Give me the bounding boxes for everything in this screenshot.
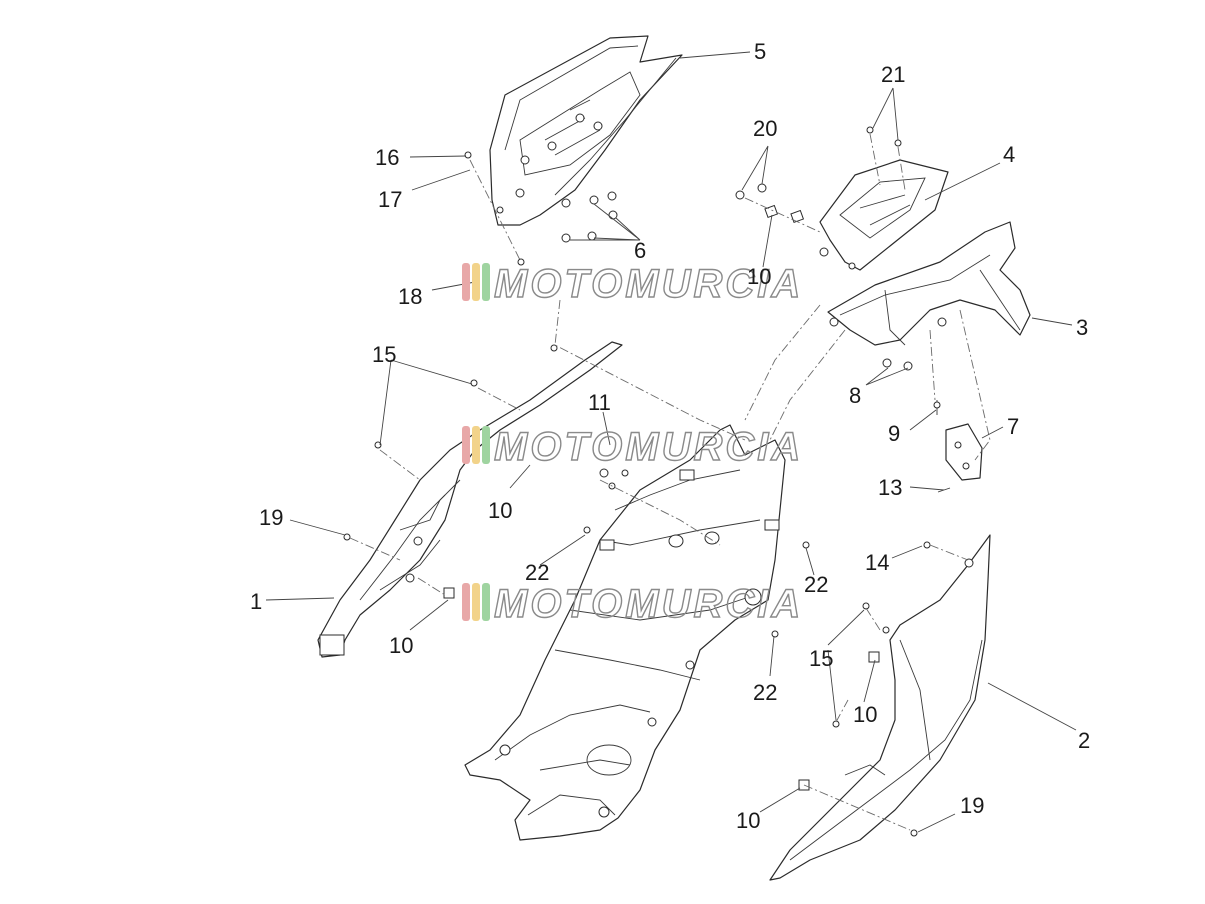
watermark-stripe-green — [482, 426, 490, 464]
callout-2: 2 — [1078, 728, 1090, 753]
watermark-text: MOTOMURCIA — [494, 425, 803, 469]
part-11-rear-frame — [464, 424, 786, 841]
callout-7: 7 — [1007, 414, 1019, 439]
watermark-stripe-red — [462, 426, 470, 464]
callout-3: 3 — [1076, 315, 1088, 340]
watermark-text: MOTOMURCIA — [494, 582, 803, 626]
part-4-tail-bracket — [735, 126, 949, 271]
callout-11: 11 — [588, 390, 611, 415]
callout-14: 14 — [865, 550, 889, 575]
assembly-dash-lines — [349, 299, 991, 831]
callout-10: 10 — [853, 702, 877, 727]
callout-20: 20 — [753, 116, 777, 141]
watermark-3: MOTOMURCIA — [462, 581, 803, 627]
callout-10: 10 — [488, 498, 512, 523]
watermark-stripe-yellow — [472, 263, 480, 301]
part-2-right-side-panel — [769, 534, 991, 881]
part-3-mudguard — [827, 221, 1031, 415]
screws-16-17-18 — [464, 151, 525, 266]
watermark-stripe-yellow — [472, 426, 480, 464]
watermark-stripe-green — [482, 263, 490, 301]
watermark-text: MOTOMURCIA — [494, 262, 803, 306]
leader-lines — [265, 51, 1077, 833]
callout-9: 9 — [888, 421, 900, 446]
callout-15: 15 — [372, 342, 396, 367]
callout-21: 21 — [881, 62, 905, 87]
part-6-grommets — [561, 191, 618, 243]
callout-22: 22 — [525, 560, 549, 585]
callout-22: 22 — [804, 572, 828, 597]
callout-17: 17 — [378, 187, 402, 212]
callout-18: 18 — [398, 284, 422, 309]
watermark-2: MOTOMURCIA — [462, 424, 803, 470]
callout-22: 22 — [753, 680, 777, 705]
callout-8: 8 — [849, 383, 861, 408]
watermark-stripe-red — [462, 263, 470, 301]
callout-19: 19 — [960, 793, 984, 818]
callout-15: 15 — [809, 646, 833, 671]
callout-19: 19 — [259, 505, 283, 530]
watermark-1: MOTOMURCIA — [462, 261, 803, 307]
part-5-tail-cover — [489, 35, 683, 226]
part-1-left-side-panel — [317, 341, 623, 658]
callout-13: 13 — [878, 475, 902, 500]
callout-5: 5 — [754, 39, 766, 64]
callout-16: 16 — [375, 145, 399, 170]
callout-1: 1 — [250, 589, 262, 614]
callout-10: 10 — [736, 808, 760, 833]
watermark-stripe-yellow — [472, 583, 480, 621]
callout-10: 10 — [389, 633, 413, 658]
callout-4: 4 — [1003, 142, 1015, 167]
callout-labels: 5 16 17 6 18 21 20 4 10 3 8 9 7 13 15 11… — [250, 39, 1090, 833]
watermark-stripe-green — [482, 583, 490, 621]
callout-6: 6 — [634, 238, 646, 263]
part-7-plate — [937, 423, 983, 493]
callout-10: 10 — [747, 264, 771, 289]
watermark-stripe-red — [462, 583, 470, 621]
